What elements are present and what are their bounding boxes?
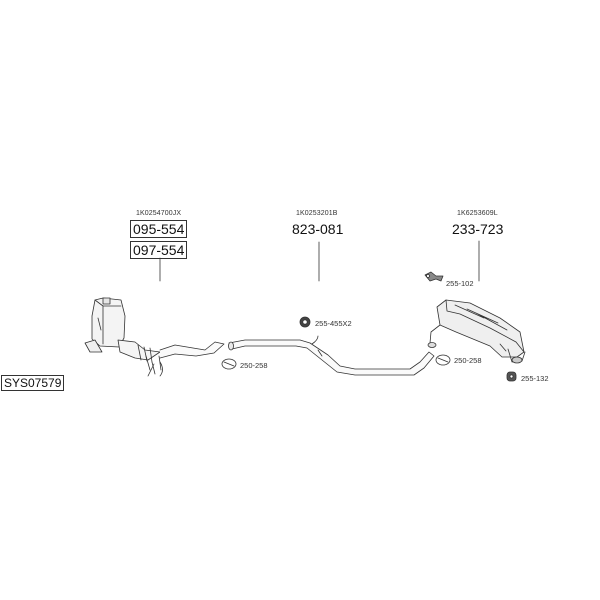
label-hanger-top[interactable]: 255-102: [446, 279, 474, 288]
label-clamp-front[interactable]: 250-258: [240, 361, 268, 370]
oem-number-rear: 1K6253609L: [457, 210, 498, 217]
oem-number-middle: 1K0253201B: [296, 210, 338, 217]
front-pipe-drawing: [159, 341, 225, 359]
clamp-front-drawing: [221, 358, 237, 370]
part-number-middle-pipe[interactable]: 823-081: [292, 221, 344, 237]
rear-silencer-drawing: [427, 299, 526, 364]
clamp-rear-drawing: [435, 354, 451, 366]
part-number-front-pipe[interactable]: 097-554: [130, 241, 188, 259]
label-ring-gasket[interactable]: 255-455X2: [315, 319, 352, 328]
rubber-mount-drawing: [506, 371, 517, 382]
label-rubber-mount[interactable]: 255-132: [521, 374, 549, 383]
part-number-rear-silencer[interactable]: 233-723: [452, 221, 504, 237]
middle-pipe-drawing: [228, 335, 435, 376]
system-code-badge: SYS07579: [1, 375, 65, 391]
oem-number-front: 1K0254700JX: [136, 210, 182, 217]
hanger-top-drawing: [424, 271, 444, 282]
label-clamp-rear[interactable]: 250-258: [454, 356, 482, 365]
part-number-catalyst[interactable]: 095-554: [130, 220, 188, 238]
ring-gasket-drawing: [299, 316, 311, 328]
catalytic-converter-drawing: [84, 297, 163, 377]
